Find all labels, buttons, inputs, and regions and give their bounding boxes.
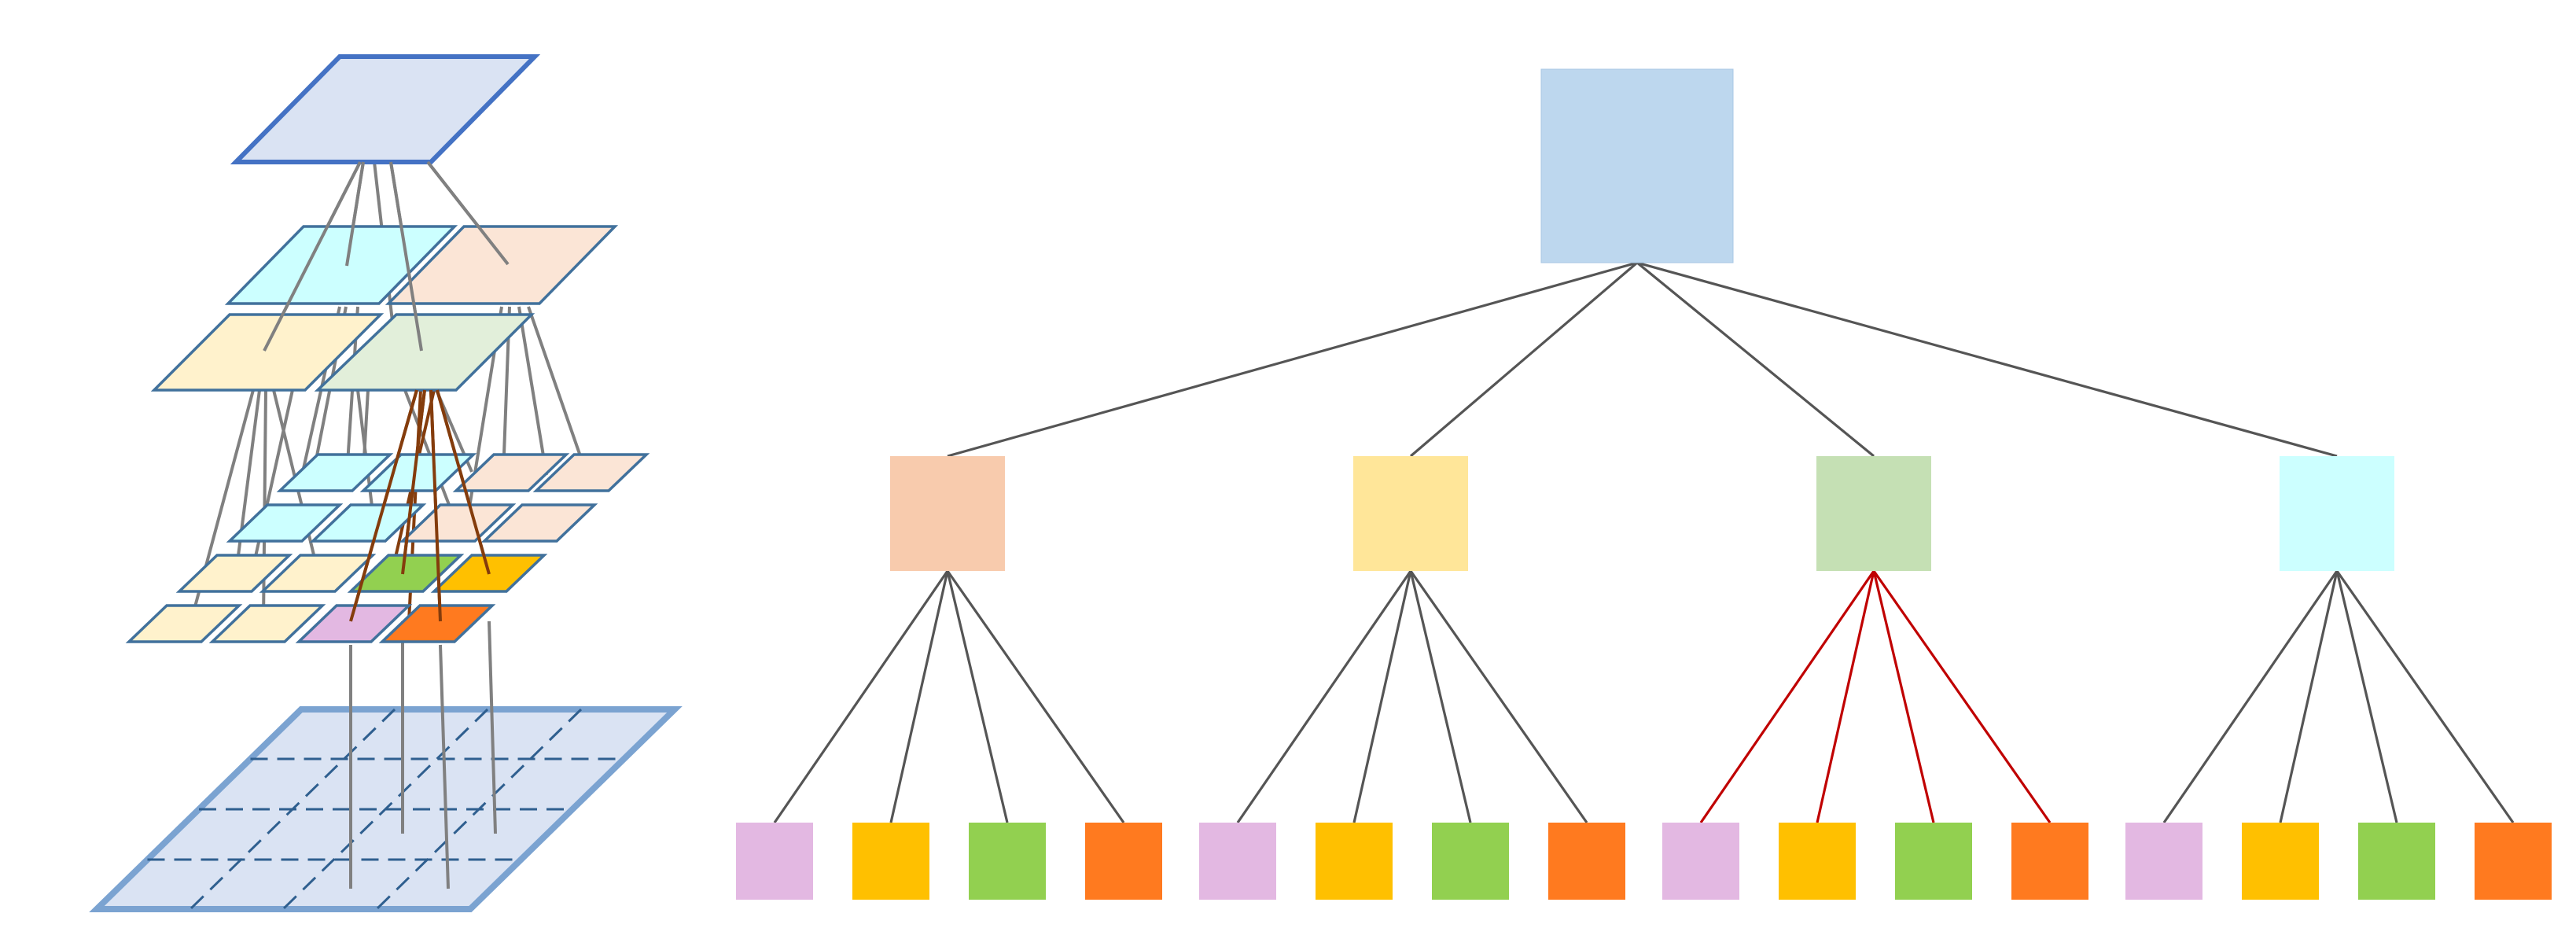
leaf-node (2125, 823, 2202, 900)
leaf-edge (946, 570, 1009, 823)
pyramid-highlight-connector (349, 389, 418, 622)
peach-tile (532, 453, 650, 492)
leaf-edge (889, 570, 949, 823)
leaf-node (1779, 823, 1856, 900)
top-plane (230, 54, 541, 164)
pyramid-highlight-connector (436, 389, 491, 575)
highlight-pink-tile (295, 604, 413, 643)
yellow-tile (259, 554, 377, 593)
peach-tile (480, 503, 598, 543)
base-grid-plane (89, 706, 683, 912)
yellow-plane (150, 313, 385, 392)
pyramid-connector (488, 621, 497, 834)
child-node (1353, 456, 1468, 571)
leaf-node (852, 823, 929, 900)
pyramid-connector (389, 161, 423, 352)
leaf-edge (946, 570, 1125, 823)
leaf-edge (1236, 570, 1412, 823)
peach-plane (385, 225, 619, 305)
leaf-edge (2335, 570, 2515, 823)
tree-nodes (736, 68, 2552, 900)
highlighted-leaf-edge (1816, 570, 1875, 823)
leaf-edge (773, 570, 949, 823)
leaf-node (1662, 823, 1739, 900)
pyramid-connector (527, 306, 587, 473)
child-node (2280, 456, 2394, 571)
leaf-node (2011, 823, 2088, 900)
peach-tile (452, 453, 570, 492)
highlighted-leaf-edge (1872, 570, 1935, 823)
pyramid-connector (517, 306, 548, 476)
grid-line (375, 708, 583, 911)
cyan-tile (276, 453, 394, 492)
leaf-node (1316, 823, 1393, 900)
root-to-child-edge (947, 261, 1638, 458)
child-node (1816, 456, 1931, 571)
leaf-edge (2279, 570, 2339, 823)
leaf-node (1548, 823, 1625, 900)
leaf-node (2358, 823, 2435, 900)
green-plane (314, 313, 535, 392)
pyramid-highlight-connector (401, 389, 426, 575)
leaf-node (2242, 823, 2319, 900)
tree-edges (773, 261, 2515, 823)
cyan-plane (224, 225, 458, 305)
leaf-edge (1352, 570, 1412, 823)
leaf-edge (1409, 570, 1588, 823)
leaf-node (2475, 823, 2552, 900)
root-to-child-edge (1636, 261, 1875, 458)
highlight-orange-tile (378, 604, 496, 643)
leaf-node (1199, 823, 1276, 900)
grid-line (189, 708, 396, 911)
pyramid-connector (250, 389, 294, 575)
yellow-tile (125, 604, 243, 643)
pyramid-connector (439, 644, 450, 889)
pyramid-connector (345, 161, 365, 267)
leaf-node (1895, 823, 1972, 900)
pyramid-highlight-connector (429, 389, 442, 622)
grid-line (282, 708, 489, 911)
leaf-edge (1409, 570, 1472, 823)
root-to-child-edge (1409, 261, 1639, 458)
leaf-node (736, 823, 813, 900)
leaf-edge (2162, 570, 2339, 823)
leaf-node (969, 823, 1046, 900)
highlighted-leaf-edge (1872, 570, 2052, 823)
pyramid-connector (234, 389, 261, 575)
leaf-node (1432, 823, 1509, 900)
child-node (890, 456, 1005, 571)
leaf-edge (2335, 570, 2398, 823)
yellow-tile (208, 604, 326, 643)
pyramid-connector (263, 161, 362, 352)
pyramid-diagram (89, 54, 683, 912)
cyan-tile (226, 503, 344, 543)
root-node (1540, 68, 1734, 263)
cyan-tile (309, 503, 427, 543)
yellow-tile (175, 554, 293, 593)
root-to-child-edge (1636, 261, 2338, 458)
peach-tile (399, 503, 517, 543)
leaf-node (1085, 823, 1162, 900)
pyramid-connector (426, 160, 510, 266)
highlighted-leaf-edge (1699, 570, 1875, 823)
